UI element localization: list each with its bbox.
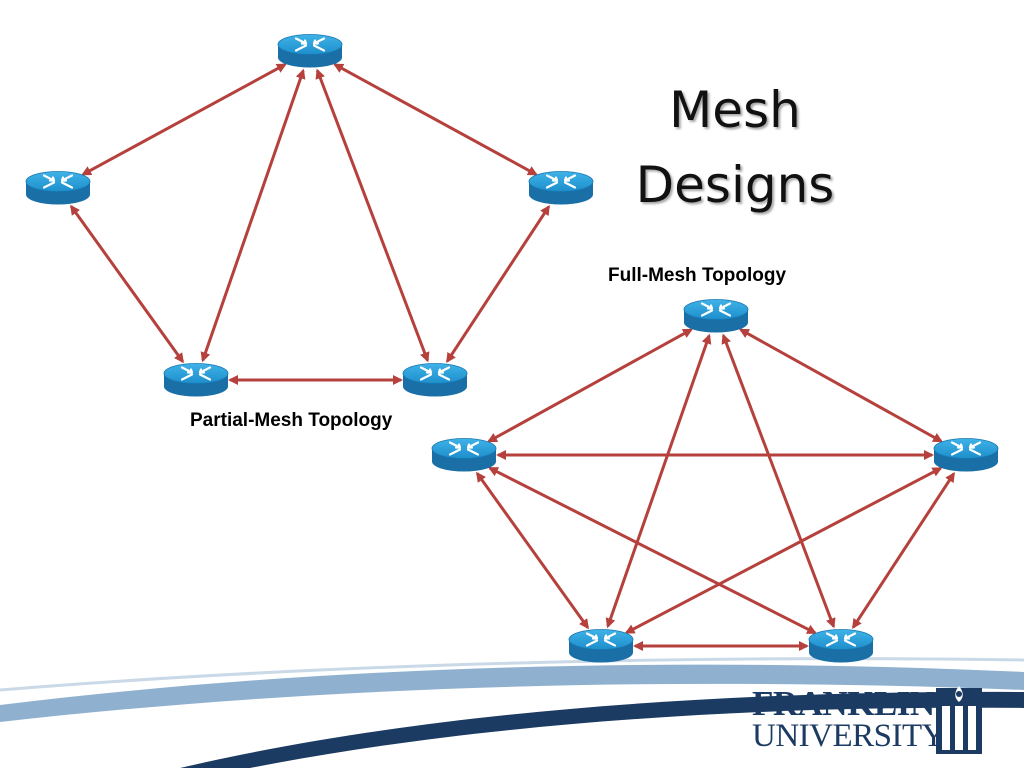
links-layer: [70, 63, 956, 651]
full-mesh-link-top-right: [738, 328, 944, 443]
logo-text-line-2: UNIVERSITY: [752, 718, 945, 754]
routers-layer: [25, 34, 999, 663]
partial-mesh-label: Partial-Mesh Topology: [190, 410, 393, 431]
logo-emblem-icon: [936, 686, 982, 754]
full-mesh-link-left-bottom-left: [475, 471, 590, 630]
swoosh-thin-line: [0, 657, 1024, 692]
partial-mesh-router-top-icon: [277, 34, 343, 68]
partial-mesh-router-bottom-left-icon: [163, 363, 229, 397]
logo-text-line-1: FRANKLIN: [752, 684, 935, 723]
partial-mesh-link-top-bottom-left: [200, 68, 306, 363]
full-mesh-link-top-bottom-left: [605, 333, 712, 629]
partial-mesh-link-left-bottom-left: [70, 204, 184, 364]
full-mesh-link-top-left: [487, 328, 693, 443]
partial-mesh-router-right-icon: [528, 171, 594, 205]
full-mesh-router-left-icon: [431, 438, 497, 472]
full-mesh-link-right-bottom-right: [851, 471, 956, 630]
full-mesh-router-top-icon: [683, 299, 749, 333]
slide-title-line-1: Mesh: [669, 81, 801, 139]
full-mesh-router-right-icon: [933, 438, 999, 472]
full-mesh-router-bottom-right-icon: [808, 629, 874, 663]
partial-mesh-router-bottom-right-icon: [402, 363, 468, 397]
swoosh-white-cut: [250, 707, 1024, 768]
partial-mesh-link-top-left: [81, 63, 287, 176]
full-mesh-link-top-bottom-right: [721, 333, 836, 629]
franklin-university-logo: FRANKLIN UNIVERSITY: [752, 680, 992, 760]
partial-mesh-link-top-right: [333, 63, 538, 176]
full-mesh-router-bottom-left-icon: [568, 629, 634, 663]
partial-mesh-router-left-icon: [25, 171, 91, 205]
partial-mesh-link-top-bottom-right: [315, 68, 430, 363]
slide-title-line-2: Designs: [635, 156, 835, 214]
partial-mesh-link-right-bottom-right: [445, 204, 551, 364]
swoosh-light-band: [0, 664, 1024, 722]
full-mesh-link-left-bottom-right: [487, 466, 818, 635]
full-mesh-label: Full-Mesh Topology: [608, 265, 787, 286]
